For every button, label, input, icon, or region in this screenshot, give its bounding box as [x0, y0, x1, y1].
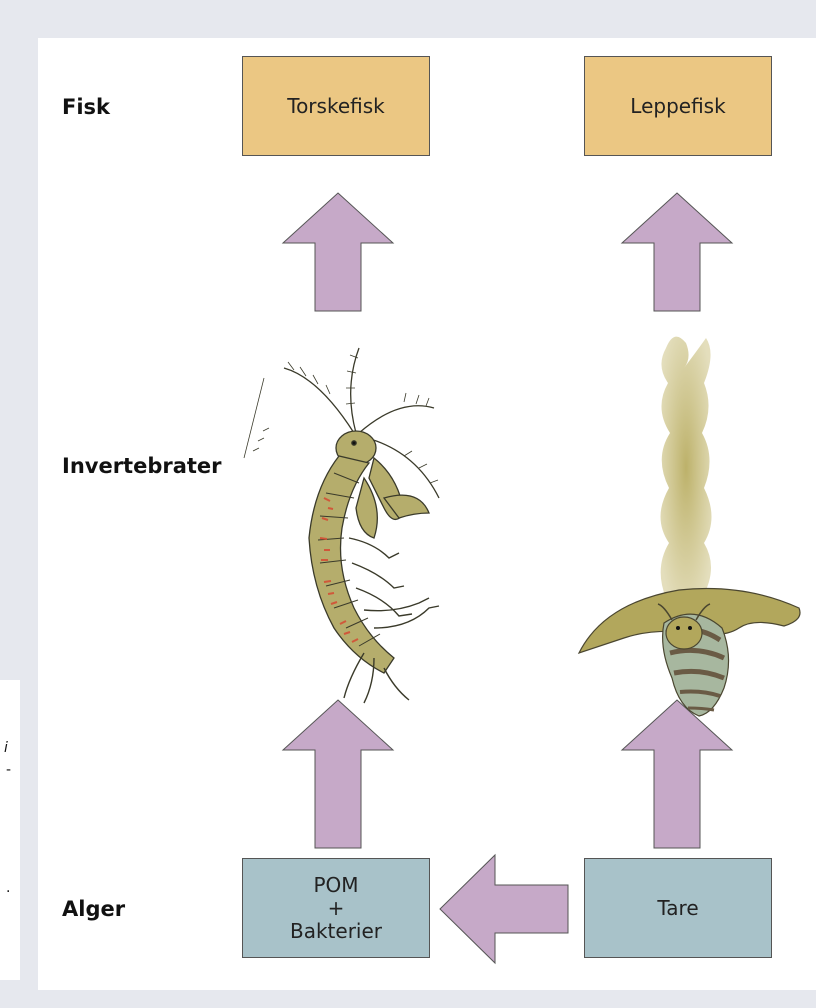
amphipod-illustration — [224, 338, 454, 718]
edge-glyph-dash: - — [6, 762, 11, 778]
arrow-left-tare-to-pom — [440, 855, 570, 963]
box-pom-bakterier: POM + Bakterier — [242, 858, 430, 958]
arrow-up-torskefisk — [283, 193, 393, 313]
box-tare-label: Tare — [657, 897, 698, 920]
box-torskefisk: Torskefisk — [242, 56, 430, 156]
box-pom-label: POM + Bakterier — [290, 874, 382, 943]
arrow-up-invertebrates-right — [622, 700, 732, 850]
row-label-invertebrates: Invertebrater — [62, 454, 222, 478]
box-tare: Tare — [584, 858, 772, 958]
arrow-up-leppefisk — [622, 193, 732, 313]
arrow-up-invertebrates-left — [283, 700, 393, 850]
edge-glyph-i: i — [4, 740, 8, 756]
row-label-algae: Alger — [62, 897, 125, 921]
food-web-diagram: Fisk Invertebrater Alger Torskefisk Lepp… — [38, 38, 816, 990]
box-leppefisk: Leppefisk — [584, 56, 772, 156]
row-label-fish: Fisk — [62, 95, 110, 119]
snail-illustration — [574, 328, 814, 718]
box-leppefisk-label: Leppefisk — [630, 95, 725, 118]
box-torskefisk-label: Torskefisk — [287, 95, 384, 118]
adjacent-page-fragment: i - . — [0, 680, 20, 980]
edge-glyph-dot: . — [6, 880, 10, 896]
